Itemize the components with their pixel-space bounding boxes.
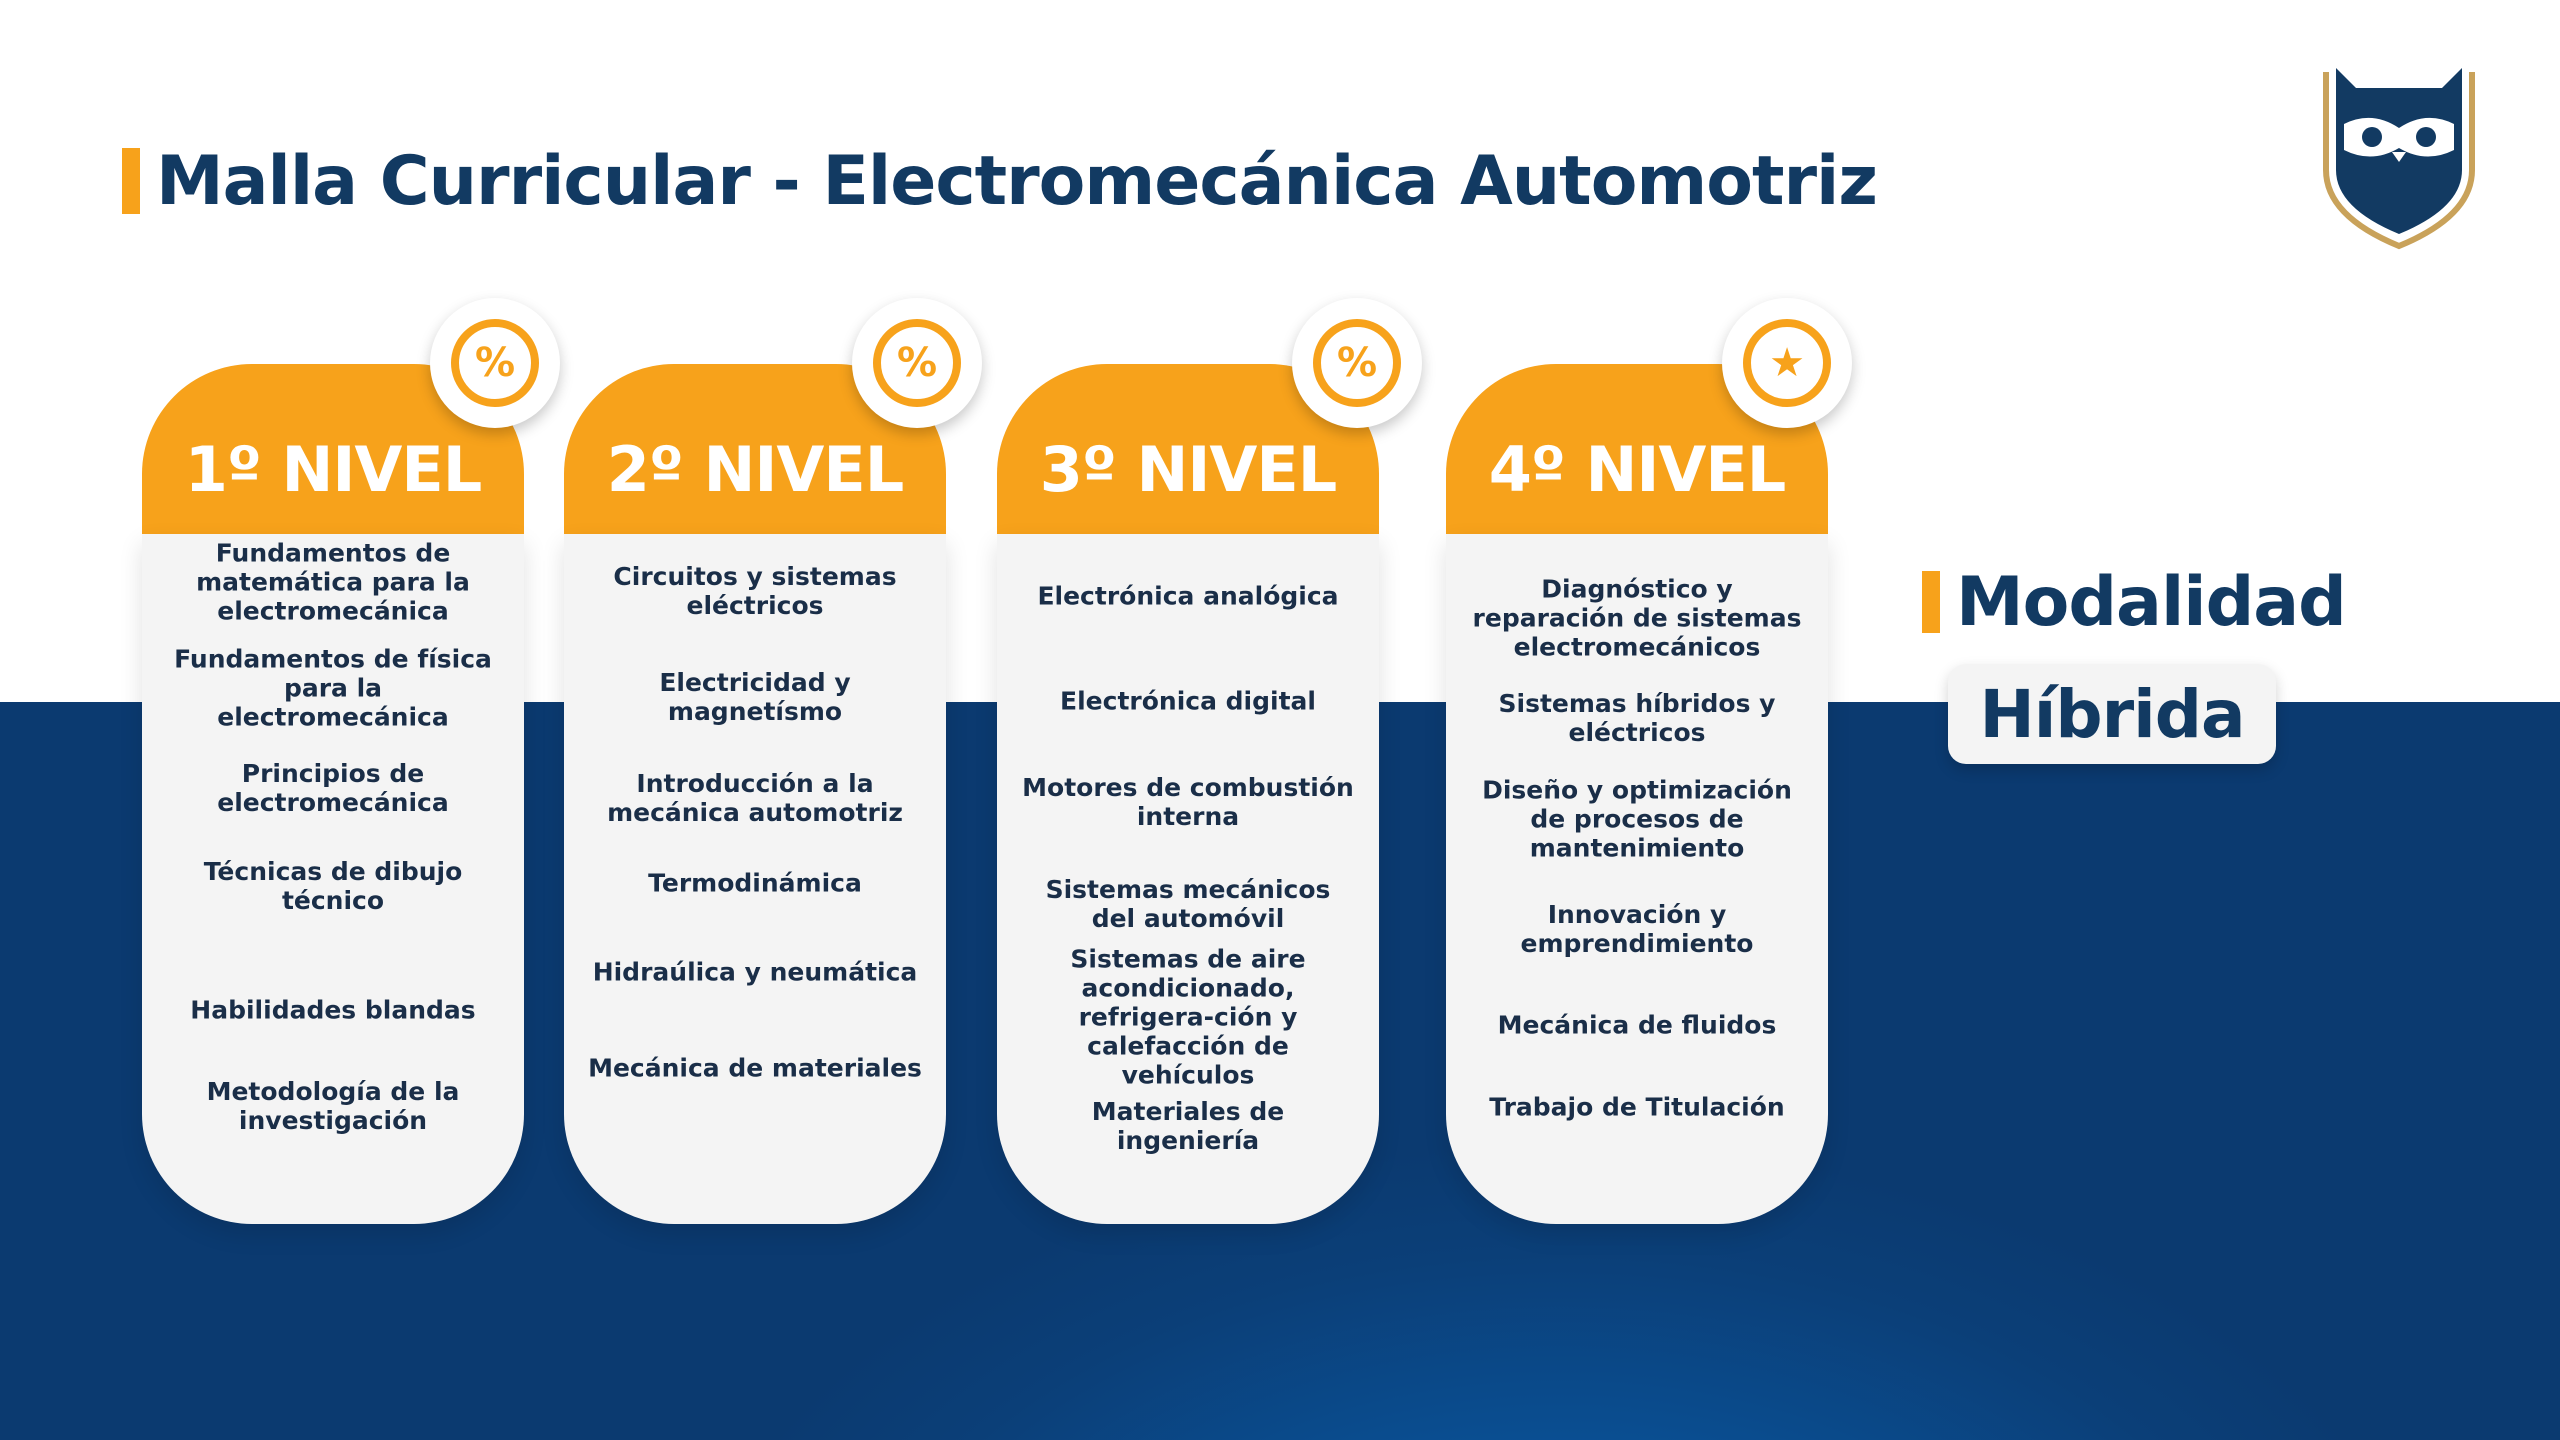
subject-item: Innovación y emprendimiento bbox=[1520, 900, 1754, 958]
modality-accent-bar bbox=[1922, 571, 1940, 633]
modality-heading-block: Modalidad bbox=[1922, 563, 2347, 642]
subject-item: Diseño y optimización de procesos de man… bbox=[1482, 775, 1792, 863]
level-subject-list: Electrónica analógica Electrónica digita… bbox=[997, 534, 1379, 1224]
subject-item: Fundamentos de matemática para la electr… bbox=[196, 538, 470, 626]
level-card-2: 2º NIVEL Circuitos y sistemas eléctricos… bbox=[564, 364, 946, 1224]
subject-item: Electrónica analógica bbox=[1037, 581, 1339, 611]
subject-item: Introducción a la mecánica automotriz bbox=[607, 769, 903, 827]
level-subject-list: Diagnóstico y reparación de sistemas ele… bbox=[1446, 534, 1828, 1224]
subject-item: Termodinámica bbox=[648, 868, 862, 898]
level-badge-1: % bbox=[430, 298, 560, 428]
star-icon: ★ bbox=[1769, 340, 1805, 386]
level-card-4: 4º NIVEL Diagnóstico y reparación de sis… bbox=[1446, 364, 1828, 1224]
level-card-1: 1º NIVEL Fundamentos de matemática para … bbox=[142, 364, 524, 1224]
subject-item: Mecánica de fluidos bbox=[1497, 1010, 1777, 1040]
subject-item: Diagnóstico y reparación de sistemas ele… bbox=[1472, 574, 1802, 662]
page-title-block: Malla Curricular - Electromecánica Autom… bbox=[122, 140, 1878, 222]
level-subject-list: Fundamentos de matemática para la electr… bbox=[142, 534, 524, 1224]
modality-label: Modalidad bbox=[1956, 562, 2347, 642]
subject-item: Sistemas de aire acondicionado, refriger… bbox=[1070, 944, 1306, 1090]
level-header: 3º NIVEL bbox=[997, 364, 1379, 534]
subject-item: Mecánica de materiales bbox=[588, 1053, 922, 1083]
subject-item: Fundamentos de física para la electromec… bbox=[174, 644, 492, 732]
subject-item: Materiales de ingeniería bbox=[1091, 1097, 1285, 1155]
subject-item: Motores de combustión interna bbox=[1022, 773, 1354, 831]
page-title: Malla Curricular - Electromecánica Autom… bbox=[156, 141, 1878, 221]
subject-item: Sistemas mecánicos del automóvil bbox=[1045, 875, 1331, 933]
subject-item: Principios de electromecánica bbox=[217, 759, 449, 817]
level-card-3: 3º NIVEL Electrónica analógica Electróni… bbox=[997, 364, 1379, 1224]
subject-item: Trabajo de Titulación bbox=[1489, 1092, 1785, 1122]
subject-item: Técnicas de dibujo técnico bbox=[203, 857, 463, 915]
level-badge-2: % bbox=[852, 298, 982, 428]
title-accent-bar bbox=[122, 148, 140, 214]
owl-shield-logo-icon bbox=[2316, 66, 2482, 252]
percent-icon: % bbox=[896, 340, 938, 386]
subject-item: Habilidades blandas bbox=[190, 995, 476, 1025]
level-badge-4: ★ bbox=[1722, 298, 1852, 428]
level-badge-3: % bbox=[1292, 298, 1422, 428]
level-title: 1º NIVEL bbox=[184, 432, 482, 506]
subject-item: Electricidad y magnetísmo bbox=[659, 668, 851, 726]
level-subject-list: Circuitos y sistemas eléctricos Electric… bbox=[564, 534, 946, 1224]
subject-item: Metodología de la investigación bbox=[206, 1077, 460, 1135]
subject-item: Electrónica digital bbox=[1060, 686, 1316, 716]
level-title: 2º NIVEL bbox=[606, 432, 904, 506]
percent-icon: % bbox=[1336, 340, 1378, 386]
subject-item: Hidraúlica y neumática bbox=[592, 957, 918, 987]
percent-icon: % bbox=[474, 340, 516, 386]
level-title: 4º NIVEL bbox=[1488, 432, 1786, 506]
modality-value: Híbrida bbox=[1979, 675, 2245, 753]
level-title: 3º NIVEL bbox=[1039, 432, 1337, 506]
subject-item: Sistemas híbridos y eléctricos bbox=[1498, 689, 1776, 747]
modality-value-pill: Híbrida bbox=[1948, 664, 2276, 764]
subject-item: Circuitos y sistemas eléctricos bbox=[613, 562, 897, 620]
